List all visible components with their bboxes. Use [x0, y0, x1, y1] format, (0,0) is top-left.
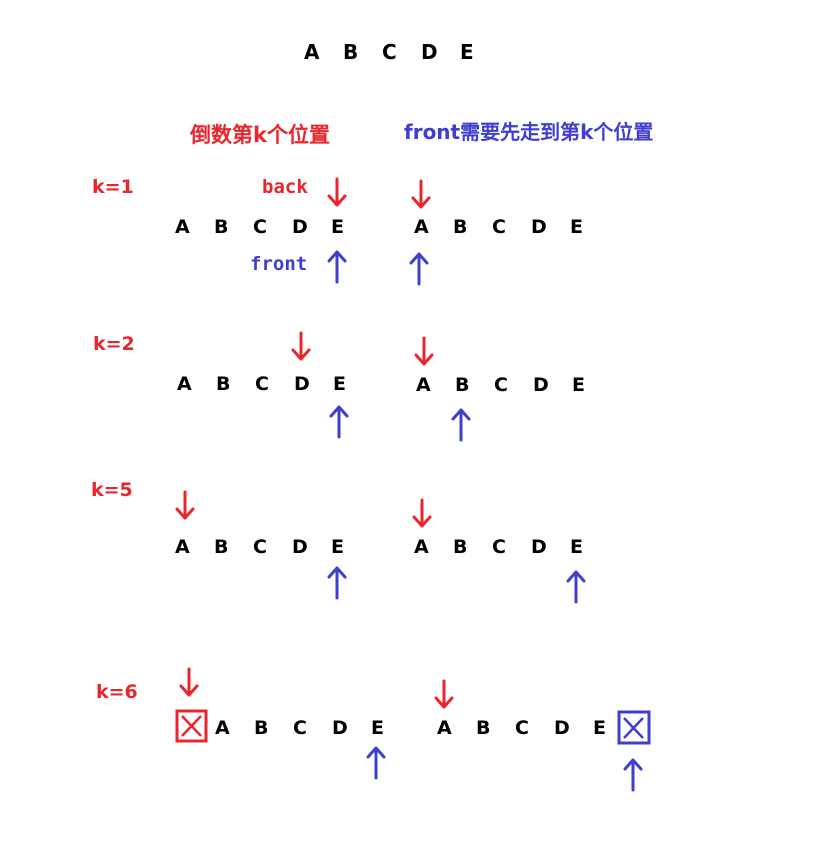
row1-left-e: E [331, 216, 344, 238]
row4-right-b: B [476, 717, 490, 739]
row1-right-a: A [414, 216, 429, 238]
row2-right-d: D [533, 374, 549, 396]
row4-left-c: C [293, 717, 307, 739]
row1-left-front-arrow [327, 250, 347, 284]
row1-right-d: D [531, 216, 547, 238]
row3-right-a: A [414, 536, 429, 558]
row2-left-c: C [255, 373, 269, 395]
top-letter-c: C [382, 40, 397, 64]
top-letter-b: B [343, 40, 358, 64]
null-box-blue-icon [617, 710, 651, 745]
row4-left-d: D [332, 717, 348, 739]
row4-right-e: E [593, 717, 606, 739]
row3-right-back-arrow [412, 498, 432, 528]
top-sequence: A B C D E [304, 40, 474, 64]
row3-left-c: C [253, 536, 267, 558]
row3-left-b: B [214, 536, 228, 558]
row4-right-sequence: A B C D E [437, 717, 606, 739]
k-label-5: k=5 [91, 479, 133, 501]
row3-right-front-arrow [566, 570, 586, 604]
row4-left-front-arrow [366, 746, 386, 780]
row1-right-front-arrow [409, 252, 429, 286]
row2-left-b: B [216, 373, 230, 395]
row4-right-back-arrow [434, 679, 454, 709]
row1-left-b: B [214, 216, 228, 238]
k-label-6: k=6 [96, 681, 138, 703]
row4-right-front-arrow [623, 758, 643, 792]
null-box-red-icon [175, 709, 208, 743]
top-letter-a: A [304, 40, 320, 64]
k-label-1: k=1 [92, 176, 134, 198]
row2-right-e: E [572, 374, 585, 396]
row2-left-e: E [333, 373, 346, 395]
row2-right-front-arrow [451, 408, 471, 442]
row4-left-sequence: A B C D E [215, 717, 384, 739]
row4-right-d: D [554, 717, 570, 739]
row3-right-b: B [453, 536, 467, 558]
row1-left-sequence: A B C D E [175, 216, 344, 238]
row3-left-front-arrow [327, 566, 347, 600]
back-label: back [262, 176, 308, 198]
row2-left-d: D [294, 373, 310, 395]
row4-right-a: A [437, 717, 452, 739]
row1-left-d: D [292, 216, 308, 238]
row3-left-e: E [331, 536, 344, 558]
row2-left-sequence: A B C D E [177, 373, 346, 395]
row1-right-b: B [453, 216, 467, 238]
row2-left-a: A [177, 373, 192, 395]
row1-left-back-arrow [327, 177, 347, 207]
row4-left-b: B [254, 717, 268, 739]
row1-right-e: E [570, 216, 583, 238]
row4-left-back-arrow [179, 667, 199, 697]
row3-left-a: A [175, 536, 190, 558]
row1-left-c: C [253, 216, 267, 238]
row1-left-a: A [175, 216, 190, 238]
row3-right-c: C [492, 536, 506, 558]
front-label: front [250, 253, 307, 275]
row3-right-sequence: A B C D E [414, 536, 583, 558]
row4-right-c: C [515, 717, 529, 739]
row2-right-sequence: A B C D E [416, 374, 585, 396]
row4-left-a: A [215, 717, 230, 739]
row2-left-front-arrow [329, 405, 349, 439]
row3-right-d: D [531, 536, 547, 558]
row3-left-back-arrow [175, 490, 195, 520]
row3-left-sequence: A B C D E [175, 536, 344, 558]
top-letter-e: E [460, 40, 474, 64]
row1-right-c: C [492, 216, 506, 238]
row3-right-e: E [570, 536, 583, 558]
row2-left-back-arrow [291, 331, 311, 361]
k-label-2: k=2 [93, 333, 135, 355]
row4-left-e: E [371, 717, 384, 739]
row3-left-d: D [292, 536, 308, 558]
row2-right-a: A [416, 374, 431, 396]
row1-right-back-arrow [411, 179, 431, 209]
heading-right: front需要先走到第k个位置 [404, 120, 653, 144]
top-letter-d: D [421, 40, 438, 64]
row1-right-sequence: A B C D E [414, 216, 583, 238]
row2-right-c: C [494, 374, 508, 396]
heading-left: 倒数第k个位置 [189, 123, 330, 147]
row2-right-b: B [455, 374, 469, 396]
row2-right-back-arrow [414, 336, 434, 366]
